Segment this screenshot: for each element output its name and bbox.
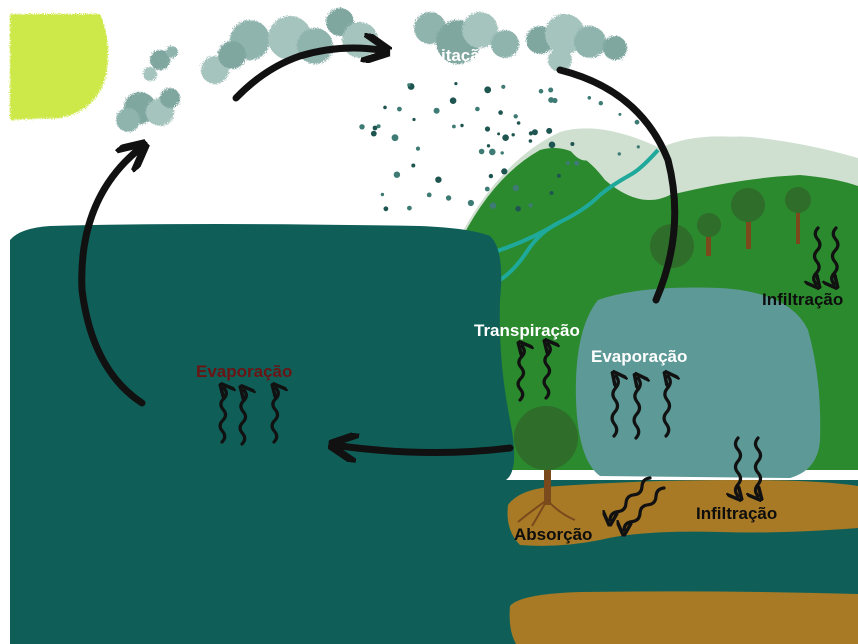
rain-drop	[529, 203, 533, 207]
cloud-puff	[574, 26, 606, 58]
rain-drop	[479, 149, 485, 155]
rain-drop	[394, 172, 400, 178]
rain-drop	[489, 174, 493, 178]
label-infiltracao-montanha: Infiltração	[762, 290, 843, 309]
rain-drop	[490, 202, 497, 209]
rain-drop	[485, 126, 490, 131]
rain-drop	[512, 133, 515, 136]
rain-drop	[373, 126, 378, 131]
rain-drop	[485, 187, 490, 192]
cloud-puff	[166, 46, 178, 58]
rain-drop	[539, 89, 544, 94]
label-precipitacao: Precipitação	[389, 46, 490, 65]
label-absorcao: Absorção	[514, 525, 592, 544]
rain-drop	[574, 161, 579, 166]
rain-drop	[515, 206, 521, 212]
rain-drop	[397, 107, 402, 112]
rain-drop	[501, 168, 507, 174]
rain-drop	[618, 113, 621, 116]
rain-drop	[570, 142, 574, 146]
rain-drop	[452, 125, 456, 129]
sun	[10, 14, 108, 120]
rain-drop	[392, 134, 399, 141]
rain-drop	[371, 131, 377, 137]
rain-drop	[454, 82, 457, 85]
rain-drop	[468, 200, 474, 206]
rain-drop	[487, 144, 490, 147]
rain-drop	[548, 97, 554, 103]
cloud-puff	[603, 36, 627, 60]
rain-drop	[501, 85, 505, 89]
rain-drop	[460, 124, 463, 127]
clouds	[116, 8, 627, 132]
rain-drop	[381, 193, 384, 196]
rain-drop	[435, 177, 441, 183]
rain-drop	[427, 193, 432, 198]
rain-drop	[475, 107, 480, 112]
cloud-puff	[218, 41, 246, 69]
rain-drop	[566, 161, 570, 165]
rain-drop	[359, 124, 364, 129]
rain-drop	[383, 106, 387, 110]
rain-drop	[514, 114, 518, 118]
rain-drop	[384, 206, 389, 211]
label-evaporacao-mar: Evaporação	[196, 362, 292, 381]
lake	[576, 288, 820, 479]
rain-drop	[498, 110, 503, 115]
rain-drop	[549, 142, 556, 149]
label-infiltracao-solo: Infiltração	[696, 504, 777, 523]
rain-drop	[599, 101, 603, 105]
rain-drop	[588, 96, 592, 100]
rain-drop	[450, 97, 457, 104]
rain-drop	[407, 83, 410, 86]
rain-drop	[635, 120, 640, 125]
rain-drop	[489, 149, 496, 156]
rain-drop	[529, 139, 533, 143]
rain-drop	[548, 88, 553, 93]
rain-drop	[411, 164, 415, 168]
label-transpiracao: Transpiração	[474, 321, 580, 340]
rain-drop	[513, 185, 519, 191]
rain-drop	[502, 134, 509, 141]
rain-drop	[412, 118, 415, 121]
rain-drop	[637, 145, 640, 148]
rain-drop	[557, 174, 561, 178]
rain-drop	[407, 206, 412, 211]
rain-drop	[618, 152, 621, 155]
rain-drop	[546, 128, 552, 134]
rain-drop	[484, 86, 491, 93]
cloud-puff	[491, 30, 519, 58]
rain-drop	[550, 191, 554, 195]
soil-lower	[510, 591, 858, 644]
rain-drop	[532, 129, 538, 135]
rain-drop	[497, 132, 500, 135]
cloud-puff	[116, 108, 140, 132]
rain-drop	[434, 108, 440, 114]
label-condensacao: Condensação	[156, 127, 267, 146]
rain-drop	[517, 121, 521, 125]
cloud-puff	[342, 22, 378, 58]
rain-drop	[446, 195, 451, 200]
cloud-puff	[160, 88, 180, 108]
label-evaporacao-lago: Evaporação	[591, 347, 687, 366]
rain-drop	[416, 147, 420, 151]
rain-drop	[501, 151, 504, 154]
cloud-puff	[143, 67, 157, 81]
